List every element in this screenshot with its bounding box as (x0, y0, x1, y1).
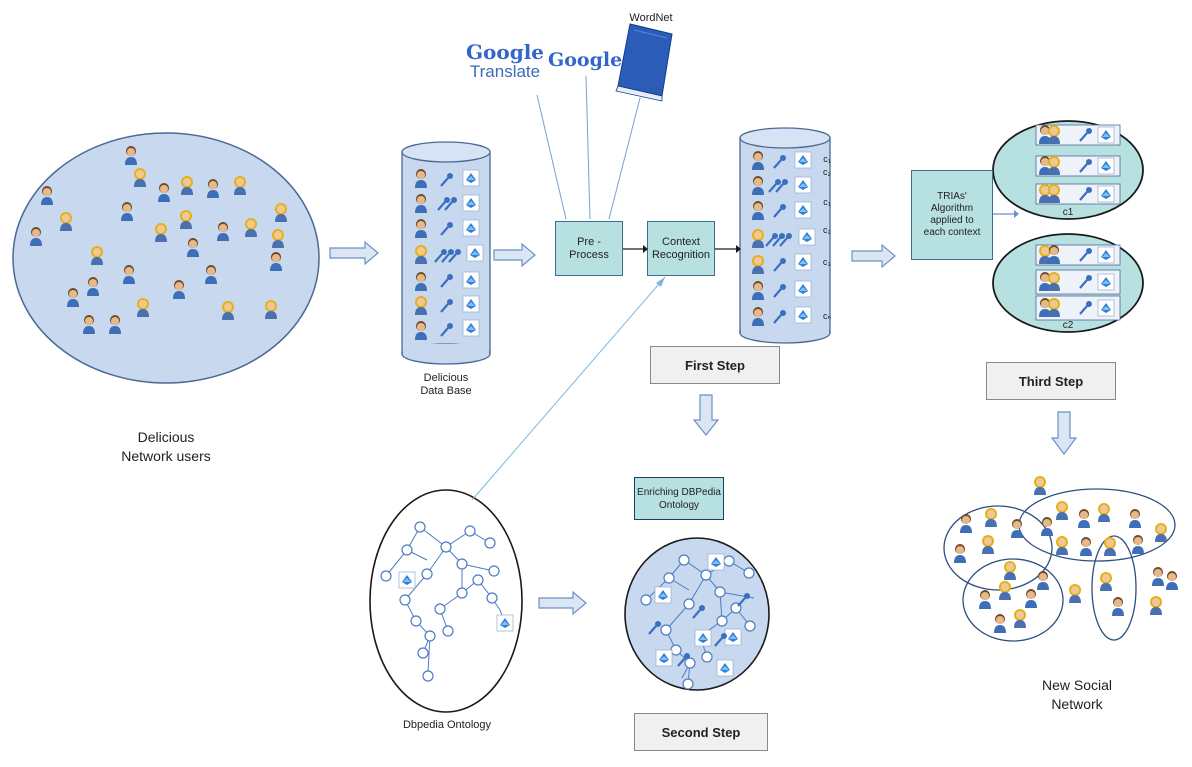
trias-algorithm-box: TRIAs' Algorithm applied to each context (911, 170, 993, 260)
delicious-db-label: Delicious Data Base (420, 372, 472, 397)
context-label-3: c₂ (823, 225, 831, 235)
third-step-button: Third Step (986, 362, 1116, 400)
line-ontology-to-context (471, 276, 666, 501)
cluster-c2-label: c2 (1062, 320, 1074, 331)
arrow-users-to-db (329, 240, 379, 266)
context-label-1: c₂ (823, 167, 831, 177)
google-translate-wordmark: Google (465, 40, 545, 64)
context-recognition-box: Context Recognition (647, 221, 715, 276)
wordnet-label: WordNet (629, 12, 673, 24)
network-cluster-d (1091, 535, 1137, 641)
wordnet-book-icon (615, 23, 673, 102)
network-cluster-b (1018, 488, 1176, 562)
arrow-ontology-to-second (538, 590, 587, 616)
delicious-users-label: Delicious Network users (121, 429, 211, 464)
enriching-dbpedia-box: Enriching DBPedia Ontology (634, 477, 724, 520)
arrow-third-to-network (1050, 411, 1078, 455)
line-google (585, 75, 591, 220)
context-label-0: c₁ (823, 154, 831, 164)
new-social-network-label: New Social Network (1041, 677, 1113, 712)
context-cylinder (739, 127, 831, 344)
arrow-db-to-first (493, 242, 536, 268)
google-translate-sub: Translate (469, 62, 541, 81)
google-translate-logo: Google Translate (465, 40, 545, 82)
cluster-c1-label: c1 (1062, 207, 1074, 218)
arrow-first-to-second (692, 394, 720, 436)
google-logo: Google (548, 49, 623, 71)
second-step-button: Second Step (634, 713, 768, 751)
dbpedia-ontology-label: Dbpedia Ontology (402, 719, 492, 731)
arrow-first-to-third (851, 243, 896, 269)
context-label-2: c₁ (823, 197, 831, 207)
context-label-5: cₙ (822, 311, 832, 321)
cluster-c1-ellipse (992, 120, 1144, 220)
line-translate (536, 94, 567, 220)
dbpedia-ellipse (369, 489, 523, 713)
context-label-4: c₃ (822, 257, 832, 267)
line-wordnet (608, 97, 641, 220)
network-cluster-c (962, 558, 1064, 642)
cluster-c2-ellipse (992, 233, 1144, 333)
network-users (954, 476, 1178, 633)
pre-process-box: Pre - Process (555, 221, 623, 276)
network-cluster-a (943, 505, 1053, 591)
first-step-button: First Step (650, 346, 780, 384)
